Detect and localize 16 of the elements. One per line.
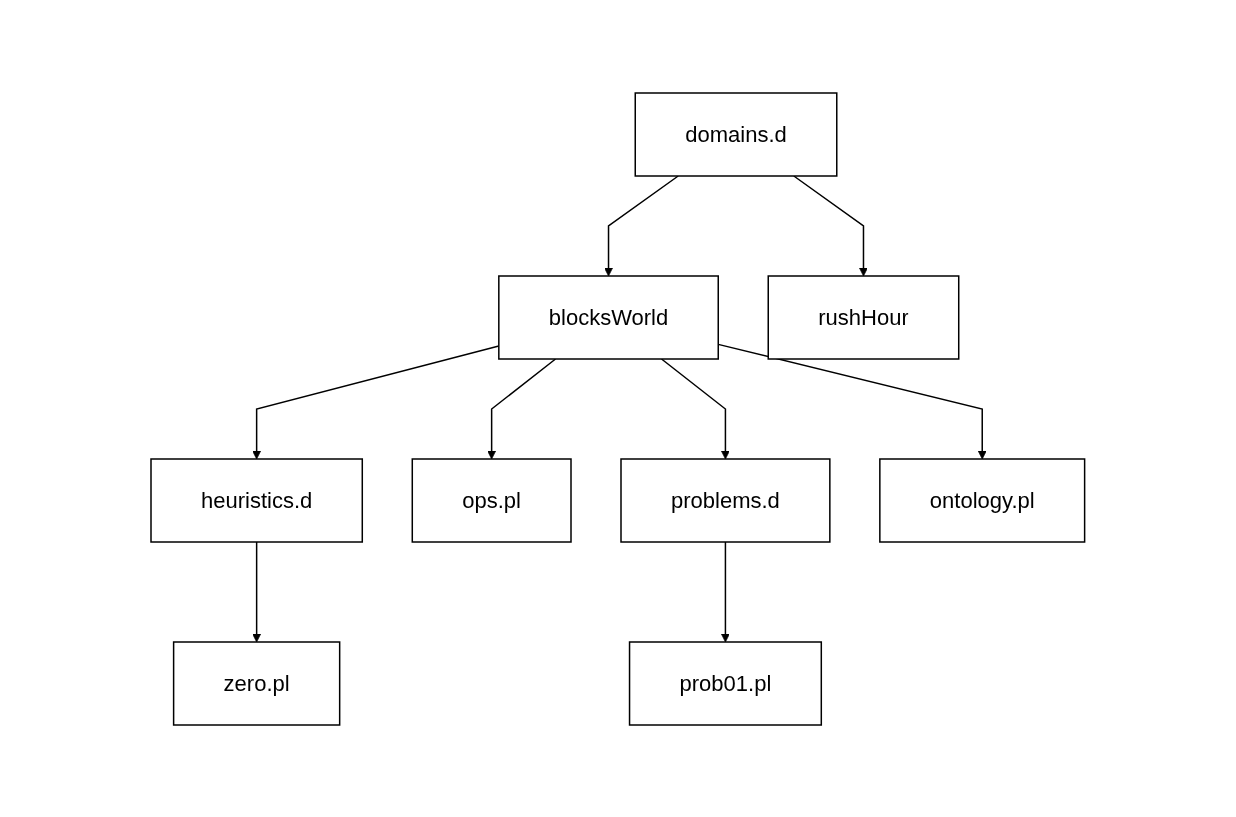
node-box: heuristics.d [150,457,364,543]
node-box: ops.pl [411,457,572,543]
node-box: zero.pl [173,640,341,726]
arrow [604,174,680,276]
arrow [721,540,730,642]
node-box: problems.d [620,457,831,543]
arrow [252,540,262,642]
node-box: blocksWorld [498,274,720,360]
arrow [487,357,557,459]
arrow [252,344,500,459]
node-box: domains.d [634,91,838,177]
arrow [793,174,869,276]
node-box: prob01.pl [629,640,823,726]
node-box: rushHour [767,274,960,360]
arrow [661,357,730,459]
node-box: ontology.pl [879,457,1086,543]
